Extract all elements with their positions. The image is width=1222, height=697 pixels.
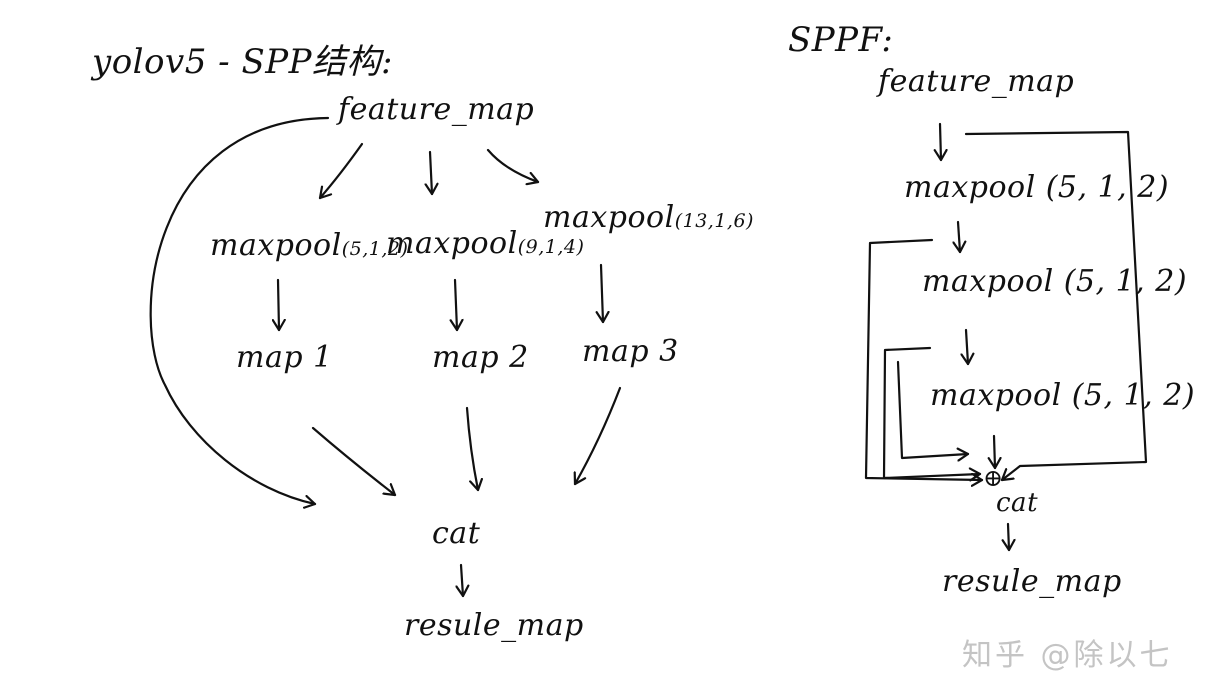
arrow-map1-to-cat <box>311 426 397 497</box>
arrow-sppf-pool1-skip <box>864 238 982 480</box>
arrow-sppf-pool1-to-pool2 <box>958 220 960 254</box>
sppf-title: SPPF: <box>788 20 894 60</box>
spp-output-label: resule_map <box>404 608 584 643</box>
sppf-input-label: feature_map <box>878 64 1075 99</box>
spp-map1-label: map 1 <box>236 340 333 375</box>
spp-pool1-params: (5,1,2) <box>341 238 409 260</box>
arrow-input-to-pool2 <box>430 150 432 196</box>
spp-pool1-name: maxpool <box>210 228 342 263</box>
spp-title: yolov5 - SPP结构: <box>92 42 393 82</box>
arrow-sppf-input-to-pool1 <box>940 122 941 162</box>
spp-input-label: feature_map <box>338 92 535 127</box>
sppf-concat-symbol: ⊕ <box>983 464 1004 492</box>
spp-pool2-name: maxpool <box>386 226 518 261</box>
sppf-pool3-label: maxpool (5, 1, 2) <box>930 378 1196 413</box>
sppf-pool2-label: maxpool (5, 1, 2) <box>922 264 1188 299</box>
arrow-sppf-cat-to-output <box>1008 522 1009 552</box>
arrow-input-to-pool3 <box>486 148 540 182</box>
spp-cat-label: cat <box>432 516 481 551</box>
arrow-sppf-pool2-to-pool3 <box>966 328 968 366</box>
arrow-input-skip-to-cat <box>149 116 330 504</box>
zhihu-watermark: 知乎 @除以七 <box>962 638 1173 673</box>
arrow-map3-to-cat <box>575 386 622 486</box>
sppf-output-label: resule_map <box>942 564 1122 599</box>
arrow-sppf-pool2-skip <box>882 346 982 478</box>
arrow-sppf-pool3-to-concat <box>994 434 995 470</box>
arrow-pool1-to-map1 <box>278 278 279 332</box>
spp-pool3-params: (13,1,6) <box>674 210 754 232</box>
arrow-input-to-pool1 <box>318 142 364 200</box>
arrow-sppf-pool3-skip <box>896 360 970 458</box>
spp-map3-label: map 3 <box>582 334 679 369</box>
sppf-pool1-label: maxpool (5, 1, 2) <box>904 170 1170 205</box>
spp-pool3-label: maxpool(13,1,6) <box>543 200 754 235</box>
sppf-cat-label: cat <box>996 488 1039 518</box>
arrow-pool3-to-map3 <box>601 263 603 324</box>
arrow-cat-to-output <box>461 563 463 598</box>
arrow-pool2-to-map2 <box>455 278 457 332</box>
spp-pool2-label: maxpool(9,1,4) <box>386 226 584 261</box>
spp-pool1-label: maxpool(5,1,2) <box>210 228 408 263</box>
spp-map2-label: map 2 <box>432 340 529 375</box>
spp-pool2-params: (9,1,4) <box>517 236 585 258</box>
arrow-sppf-input-skip <box>964 130 1148 482</box>
spp-pool3-name: maxpool <box>543 200 675 235</box>
arrow-map2-to-cat <box>465 406 478 492</box>
